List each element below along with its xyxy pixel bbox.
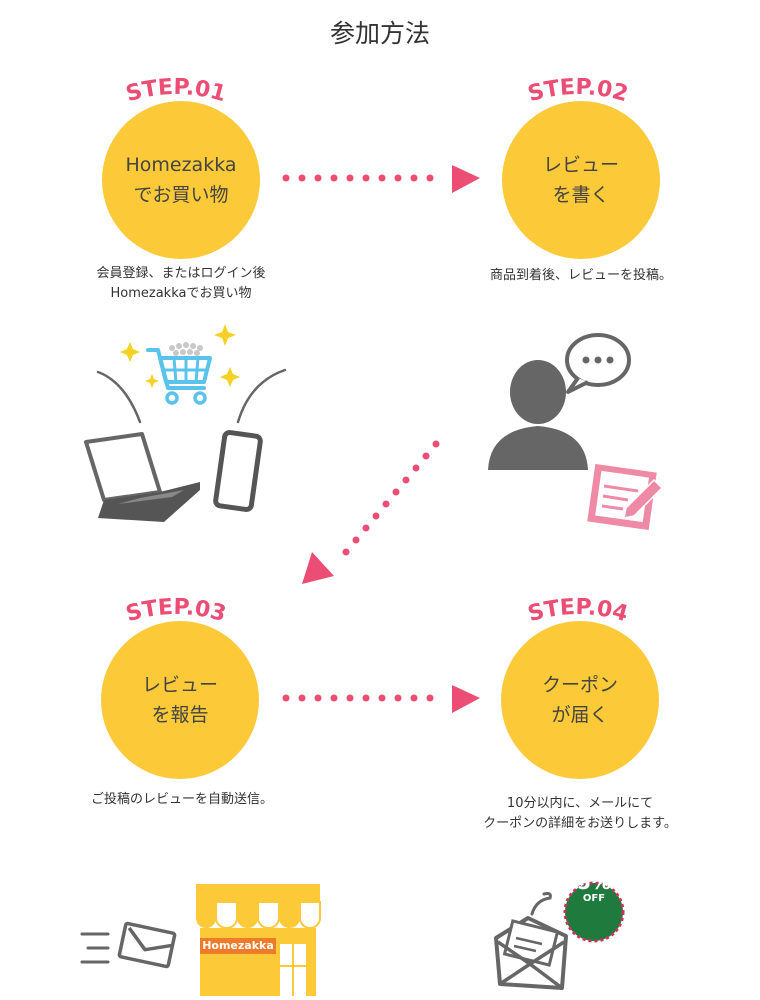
step-04-circle-line-2: が届く	[551, 704, 609, 726]
step-04-desc-line-2: クーポンの詳細をお送りします。	[483, 816, 677, 831]
note-pen-icon	[587, 463, 664, 531]
step-02-circle-line-1: レビュー	[542, 154, 619, 176]
tablet-icon	[213, 430, 263, 512]
speech-bubble-icon	[565, 333, 631, 394]
speed-lines-icon	[80, 932, 110, 964]
step-01-desc-line-2: Homezakkaでお買い物	[110, 286, 252, 301]
step-03-circle-line-2: を報告	[151, 704, 209, 726]
step-03-to-04-connector	[282, 685, 480, 713]
step-02-desc-line-1: 商品到着後、レビューを投稿。	[489, 268, 672, 283]
user-icon	[488, 360, 588, 470]
coupon-badge-percent: 5%	[577, 870, 611, 894]
coupon-badge-off: OFF	[582, 893, 606, 904]
step-02-to-03-connector	[302, 440, 440, 584]
open-mail-icon	[494, 892, 568, 990]
step-03-circle-line-1: レビュー	[141, 674, 218, 696]
step-01-circle: Homezakka でお買い物	[102, 101, 260, 259]
shopping-illustration	[84, 324, 287, 522]
step-02-circle: レビュー を書く	[502, 101, 660, 259]
step-03-desc-line-1: ご投稿のレビューを自動送信。	[90, 792, 273, 807]
step-01-circle-line-1: Homezakka	[125, 154, 237, 176]
step-04-desc-line-1: 10分以内に、メールにて	[506, 796, 654, 811]
step-04-description: 10分以内に、メールにて クーポンの詳細をお送りします。	[430, 794, 730, 834]
report-illustration	[80, 884, 321, 996]
discount-badge-icon	[563, 881, 625, 943]
step-01-circle-line-2: でお買い物	[133, 184, 229, 206]
laptop-icon	[84, 432, 200, 522]
step-03-circle: レビュー を報告	[101, 621, 259, 779]
step-04-circle-line-1: クーポン	[541, 674, 618, 696]
coupon-badge-text: 5% OFF	[569, 870, 619, 904]
sparkle-icon	[120, 324, 240, 388]
envelope-icon	[117, 921, 177, 969]
triangle-arrow-icon	[452, 685, 480, 713]
step-01-to-02-connector	[282, 165, 480, 193]
shop-sign-label: Homezakka	[202, 939, 274, 952]
triangle-arrow-icon	[452, 165, 480, 193]
step-02-description: 商品到着後、レビューを投稿。	[431, 266, 731, 286]
step-03-description: ご投稿のレビューを自動送信。	[32, 790, 332, 810]
step-04-circle: クーポン が届く	[501, 621, 659, 779]
shopping-cart-icon	[146, 342, 212, 405]
shop-icon	[196, 884, 321, 996]
step-01-description: 会員登録、またはログイン後 Homezakkaでお買い物	[31, 264, 331, 304]
review-illustration	[488, 333, 664, 531]
page-title: 参加方法	[329, 19, 430, 48]
triangle-arrow-icon	[302, 552, 334, 584]
step-02-circle-line-2: を書く	[552, 184, 610, 206]
coupon-illustration	[494, 881, 625, 990]
step-01-desc-line-1: 会員登録、またはログイン後	[96, 266, 266, 281]
